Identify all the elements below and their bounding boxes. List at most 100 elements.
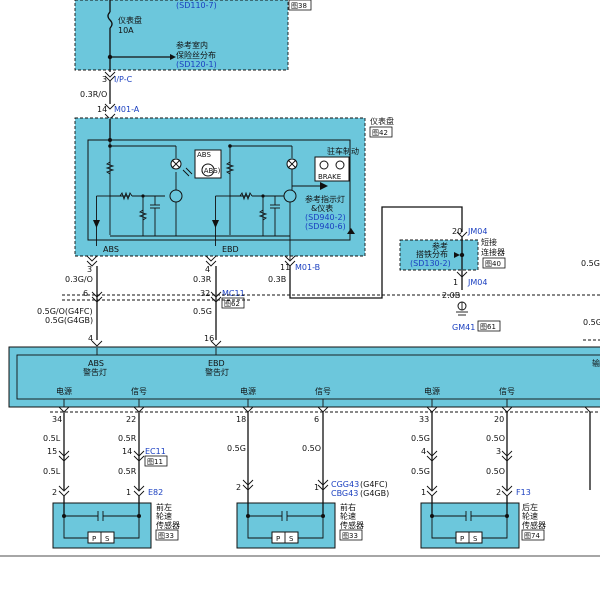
cluster-ebd-label: EBD xyxy=(222,245,239,254)
cluster-ref-code2: (SD940-6) xyxy=(305,222,346,231)
s1-pin-b: 1 xyxy=(126,488,131,497)
ground-splice: 20 JM04 参考 搭铁分布 (SD130-2) 图40 短接 连接器 1 J… xyxy=(399,227,600,341)
m01b-name: M01-B xyxy=(295,263,320,272)
s3-name2: 轮速 xyxy=(522,511,538,521)
s3-pin-b: 2 xyxy=(496,488,501,497)
s3-signal-pin: 20 xyxy=(494,415,504,424)
wire-abs-hecu-2: 0.5G(G4GB) xyxy=(45,316,93,325)
hecu-ebd-2: 警告灯 xyxy=(205,367,229,377)
s1-w-sig2: 0.5R xyxy=(118,467,137,476)
m01a-name: M01-A xyxy=(114,105,140,114)
wire-abs-cluster: 0.3G/O xyxy=(65,275,93,284)
s3-w-sig2: 0.5O xyxy=(486,467,505,476)
s1-plug: E82 xyxy=(148,488,163,497)
s1-term-p: P xyxy=(92,535,96,543)
hecu-abs-1: ABS xyxy=(88,359,104,368)
s3-w-sig: 0.5O xyxy=(486,434,505,443)
hecu-power-3: 电源 xyxy=(424,386,440,396)
ebd-cluster-pin: 4 xyxy=(205,265,210,274)
s2-w-pow: 0.5G xyxy=(227,444,246,453)
fuse-name: 仪表盘 xyxy=(118,15,142,25)
right-wire-2: 0.5G xyxy=(583,318,600,327)
cluster-fig: 图42 xyxy=(372,129,388,137)
s3-mid-sig: 3 xyxy=(496,447,501,456)
m01b-wire: 11 M01-B 0.3B xyxy=(268,206,463,299)
splice-label1: 参考 xyxy=(432,241,448,251)
brake-icon-text: BRAKE xyxy=(318,173,341,181)
s1-pin-a: 2 xyxy=(52,488,57,497)
s1-mid-sig: 14 xyxy=(122,447,132,456)
s2-power-pin: 18 xyxy=(236,415,246,424)
fuse-ref-label2: 保险丝分布 xyxy=(176,50,216,60)
cluster-abs-label: ABS xyxy=(103,245,119,254)
s2-pin-b: 1 xyxy=(314,483,319,492)
splice-right1: 短接 xyxy=(481,237,497,247)
gm41-name: GM41 xyxy=(452,323,475,332)
s2-name3: 传感器 xyxy=(340,520,364,530)
s2-signal-pin: 6 xyxy=(314,415,319,424)
s3-mid-pow: 4 xyxy=(421,447,426,456)
mc11-abs-pin: 6 xyxy=(83,289,88,298)
cluster-ref-code1: (SD940-2) xyxy=(305,213,346,222)
cluster-ref-line1: 参考指示灯 xyxy=(305,194,345,204)
s2-name1: 前右 xyxy=(340,502,356,512)
s3-power-pin: 33 xyxy=(419,415,429,424)
hecu-signal-3: 信号 xyxy=(499,386,515,396)
mc11-ebd-pin: 32 xyxy=(200,289,210,298)
fuse-ref-label: 参考室内 xyxy=(176,40,208,50)
s1-mid-pow: 15 xyxy=(47,447,57,456)
s1-signal-pin: 22 xyxy=(126,415,136,424)
resistor-icon xyxy=(105,161,115,175)
abs-cluster-pin: 3 xyxy=(87,265,92,274)
sensor-front-left: 34 22 0.5L 0.5R 15 14 EC11 图11 0.5L 0.5R… xyxy=(43,406,180,549)
hecu-signal-1: 信号 xyxy=(131,386,147,396)
fuse-icon xyxy=(107,11,113,29)
s1-conn: EC11 xyxy=(145,447,166,456)
s3-name1: 后左 xyxy=(522,502,538,512)
sensor-rear-left: 33 20 0.5G 0.5O 4 3 0.5G 0.5O 1 2 F13 P … xyxy=(411,406,546,549)
s2-plug2-note: (G4GB) xyxy=(360,489,389,498)
brake-title: 驻车制动 xyxy=(327,146,359,156)
s3-term-s: S xyxy=(473,535,478,543)
s3-pin-a: 1 xyxy=(421,488,426,497)
hecu-edge: 输 xyxy=(592,358,600,368)
splice-fig: 图40 xyxy=(485,260,501,268)
hecu-module: ABS 警告灯 EBD 警告灯 输 电源 信号 电源 信号 电源 信号 xyxy=(8,346,600,408)
s1-power-pin: 34 xyxy=(52,415,62,424)
s3-term-p: P xyxy=(460,535,464,543)
brake-icon-box xyxy=(314,156,350,182)
jm04-bot-name: JM04 xyxy=(467,278,487,287)
wire-ebd-hecu: 0.5G xyxy=(193,307,212,316)
brake-ref-arrow-icon xyxy=(320,182,328,190)
s3-w-pow2: 0.5G xyxy=(411,467,430,476)
ipc-pin: 3 xyxy=(102,75,107,84)
s1-name1: 前左 xyxy=(156,502,172,512)
ebd-wire: 4 0.3R 32 MC11 图62 0.5G 16 xyxy=(193,255,245,347)
ebd-hecu-pin: 16 xyxy=(204,334,214,343)
jm04-top-pin: 20 xyxy=(452,227,462,236)
wire-m01b: 0.3B xyxy=(268,275,286,284)
jm04-top-name: JM04 xyxy=(467,227,487,236)
cluster-ref-line2: &仪表 xyxy=(311,203,333,213)
hecu-signal-2: 信号 xyxy=(315,386,331,396)
m01b-pin: 11 xyxy=(280,263,290,272)
s2-term-p: P xyxy=(276,535,280,543)
fuse-amp: 10A xyxy=(118,26,134,35)
fuse-ref-code: (SD120-1) xyxy=(176,60,217,69)
s2-fig: 图33 xyxy=(342,532,358,540)
hecu-abs-2: 警告灯 xyxy=(83,367,107,377)
abs-wire: 3 0.3G/O 6 0.5G/O(G4FC) 0.5G(G4GB) 4 xyxy=(37,255,103,347)
s2-plug-note: (G4FC) xyxy=(360,480,388,489)
wire-gnd: 2.0B xyxy=(442,291,460,300)
hecu-power-2: 电源 xyxy=(240,386,256,396)
s1-name3: 传感器 xyxy=(156,520,180,530)
s2-term-s: S xyxy=(289,535,294,543)
fuse-ref-top: (SD110-7) xyxy=(176,1,217,10)
s1-w-pow: 0.5L xyxy=(43,434,61,443)
mc11-name: MC11 xyxy=(222,289,245,298)
s3-name3: 传感器 xyxy=(522,520,546,530)
abs-icon-label: ABS xyxy=(197,151,211,159)
splice-label2: 搭铁分布 xyxy=(416,249,448,259)
abs-icon-text: (ABS) xyxy=(201,167,221,175)
